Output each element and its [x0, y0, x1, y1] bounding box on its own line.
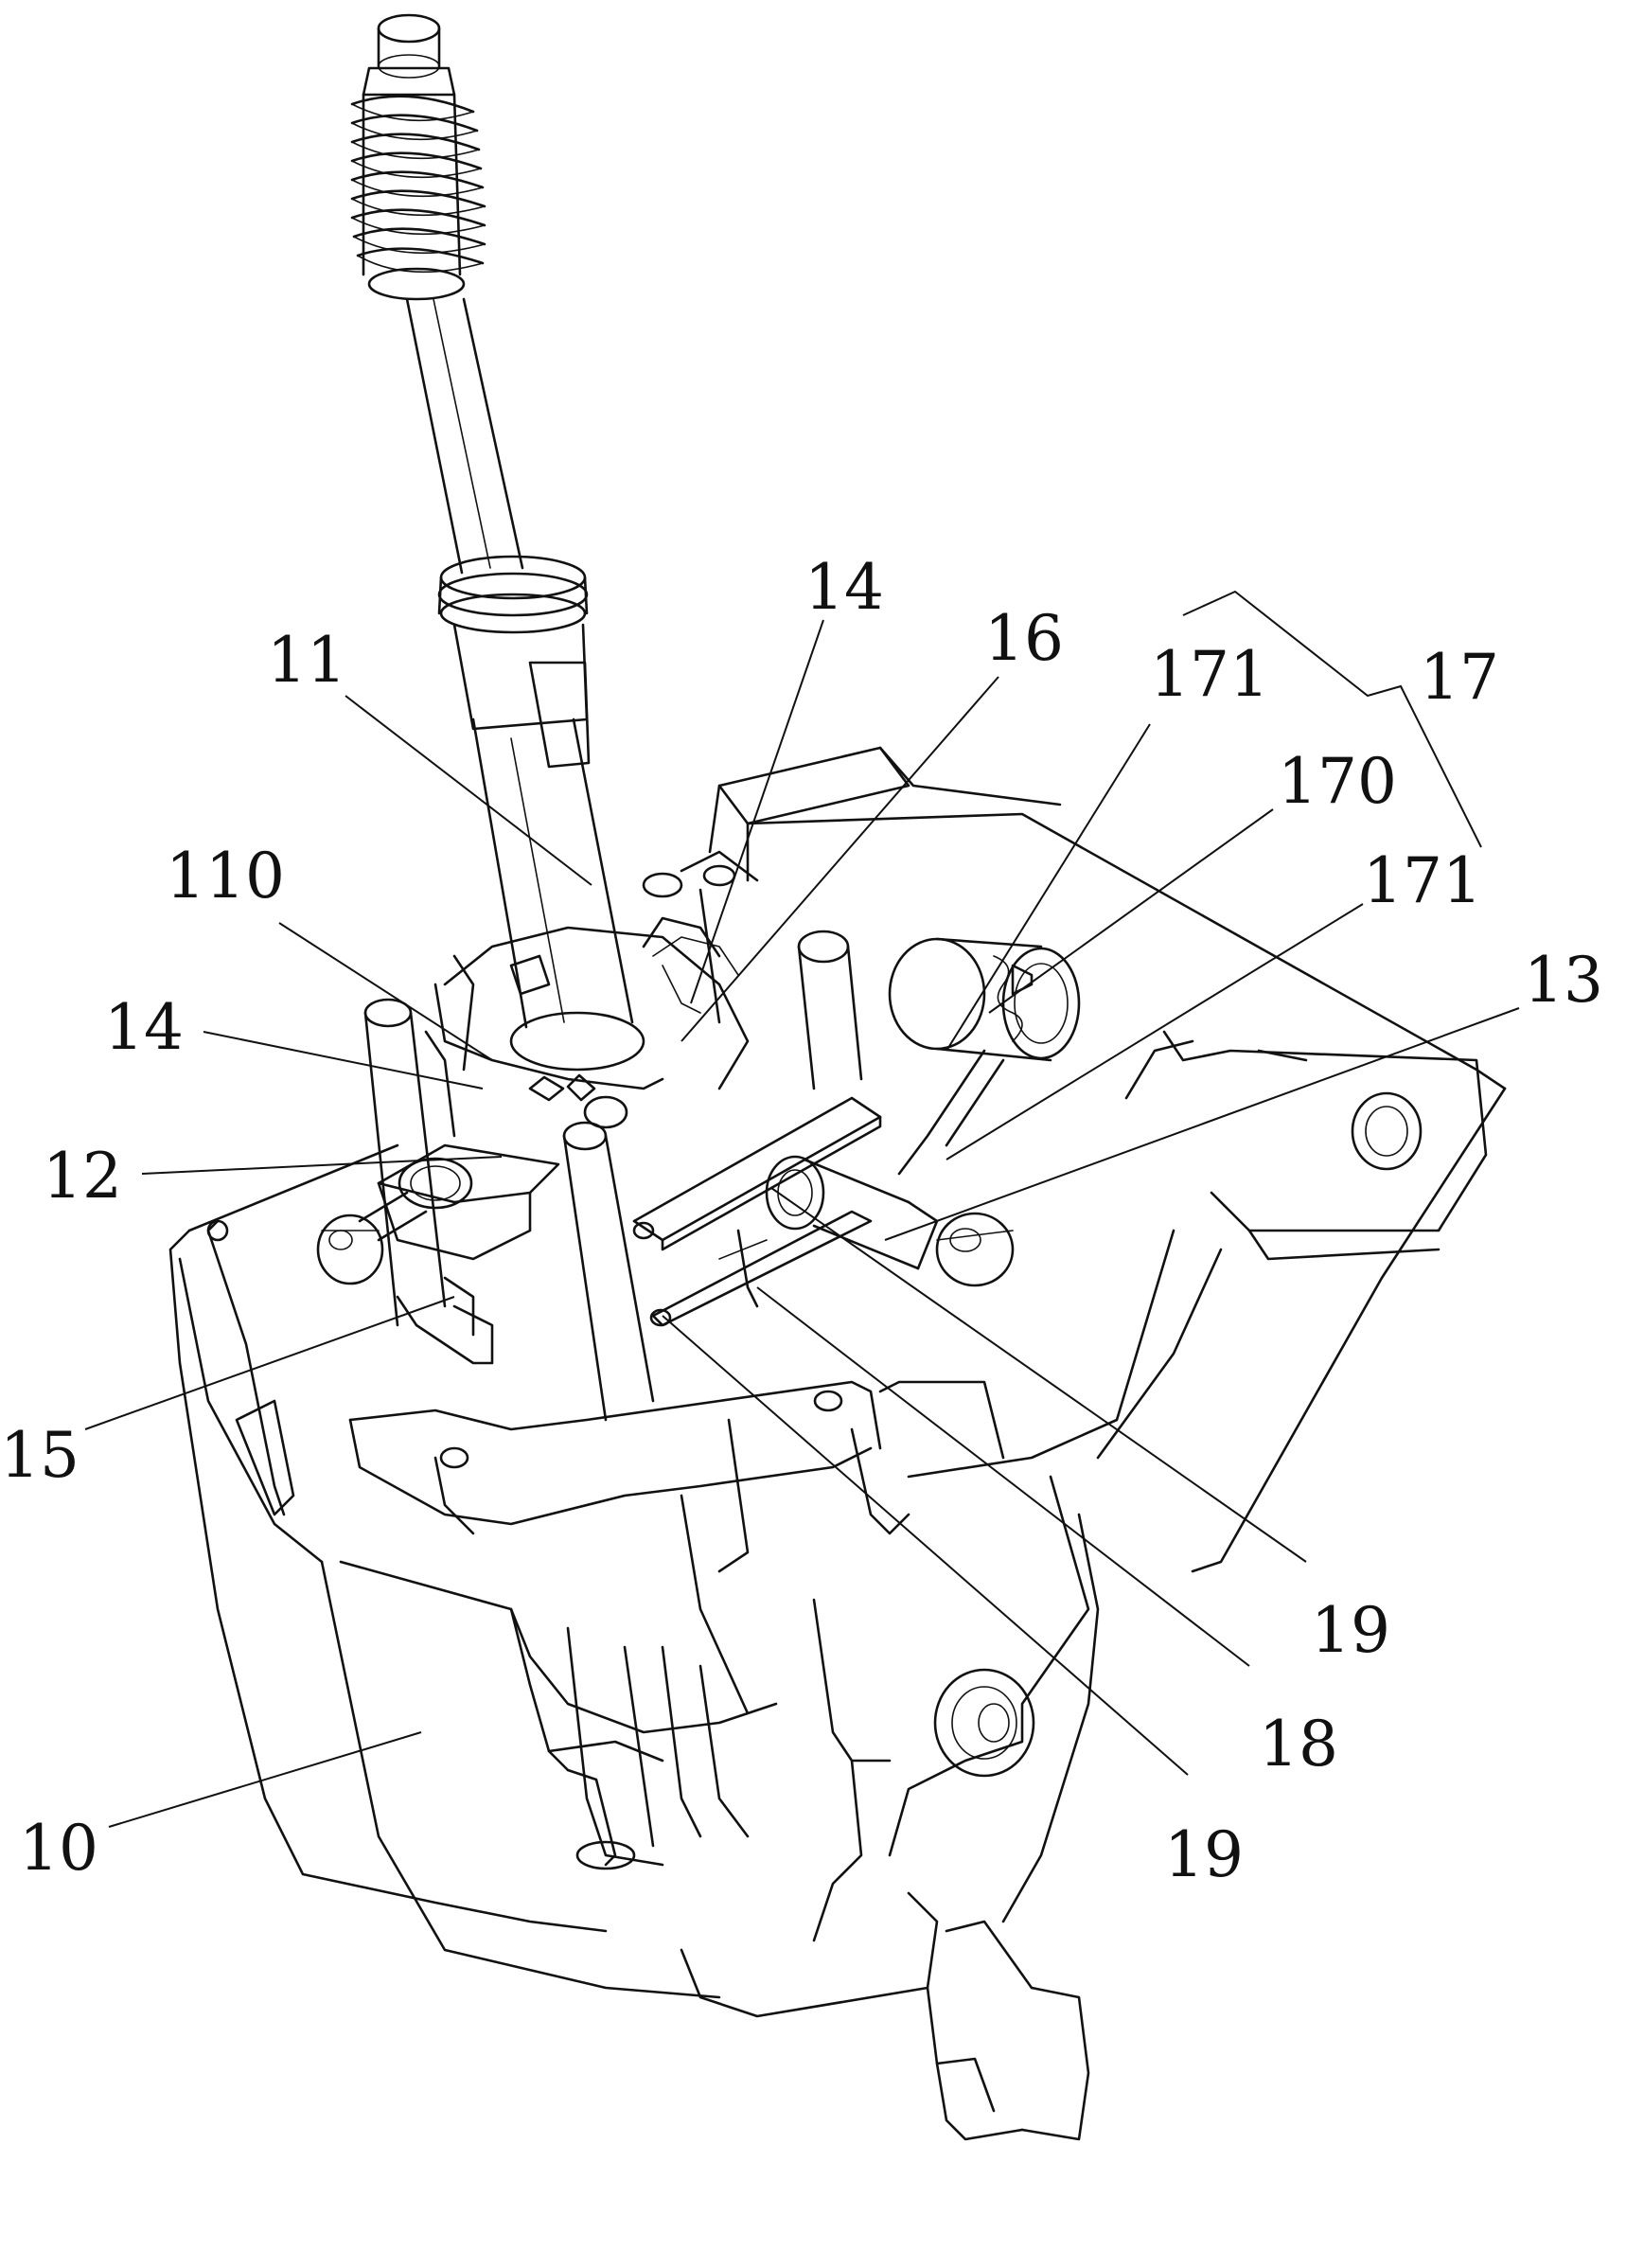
leader-170 [988, 808, 1274, 1014]
leader-14-left [203, 1031, 484, 1090]
label-14-top: 14 [804, 551, 884, 624]
label-17: 17 [1420, 641, 1499, 714]
leader-14-top [690, 619, 824, 1004]
label-19-bottom: 19 [1164, 1818, 1244, 1891]
leader-11 [345, 695, 592, 886]
leader-110 [278, 922, 493, 1061]
leader-18 [756, 1286, 1250, 1667]
reference-labels: 11 14 16 171 17 170 171 110 13 14 12 15 … [0, 551, 1603, 1891]
label-12: 12 [43, 1140, 122, 1213]
label-171-top: 171 [1150, 638, 1269, 711]
label-15: 15 [0, 1419, 80, 1492]
label-16: 16 [984, 602, 1064, 675]
label-110: 110 [166, 840, 285, 913]
leader-12 [141, 1156, 503, 1175]
label-11: 11 [267, 624, 346, 697]
mechanism-drawing [168, 13, 1507, 2141]
label-14-left: 14 [104, 991, 184, 1064]
leader-16 [680, 676, 999, 1042]
leader-19-right [770, 1187, 1307, 1563]
leader-171-right [946, 903, 1364, 1161]
housing-body [168, 746, 1507, 2141]
leader-19-bottom [662, 1315, 1189, 1776]
leader-10 [108, 1731, 422, 1828]
bracket-17 [1182, 590, 1482, 848]
inner-mechanism [316, 850, 1081, 1422]
leader-13 [884, 1007, 1520, 1241]
leader-171-top [946, 723, 1151, 1052]
leader-lines [84, 590, 1520, 1828]
label-13: 13 [1524, 944, 1603, 1017]
label-18: 18 [1259, 1708, 1338, 1781]
shaft-assembly [350, 13, 634, 1029]
label-170: 170 [1278, 745, 1397, 818]
label-10: 10 [19, 1812, 98, 1885]
leader-15 [84, 1296, 455, 1430]
label-171-right: 171 [1363, 844, 1482, 917]
label-19-right: 19 [1311, 1594, 1390, 1667]
